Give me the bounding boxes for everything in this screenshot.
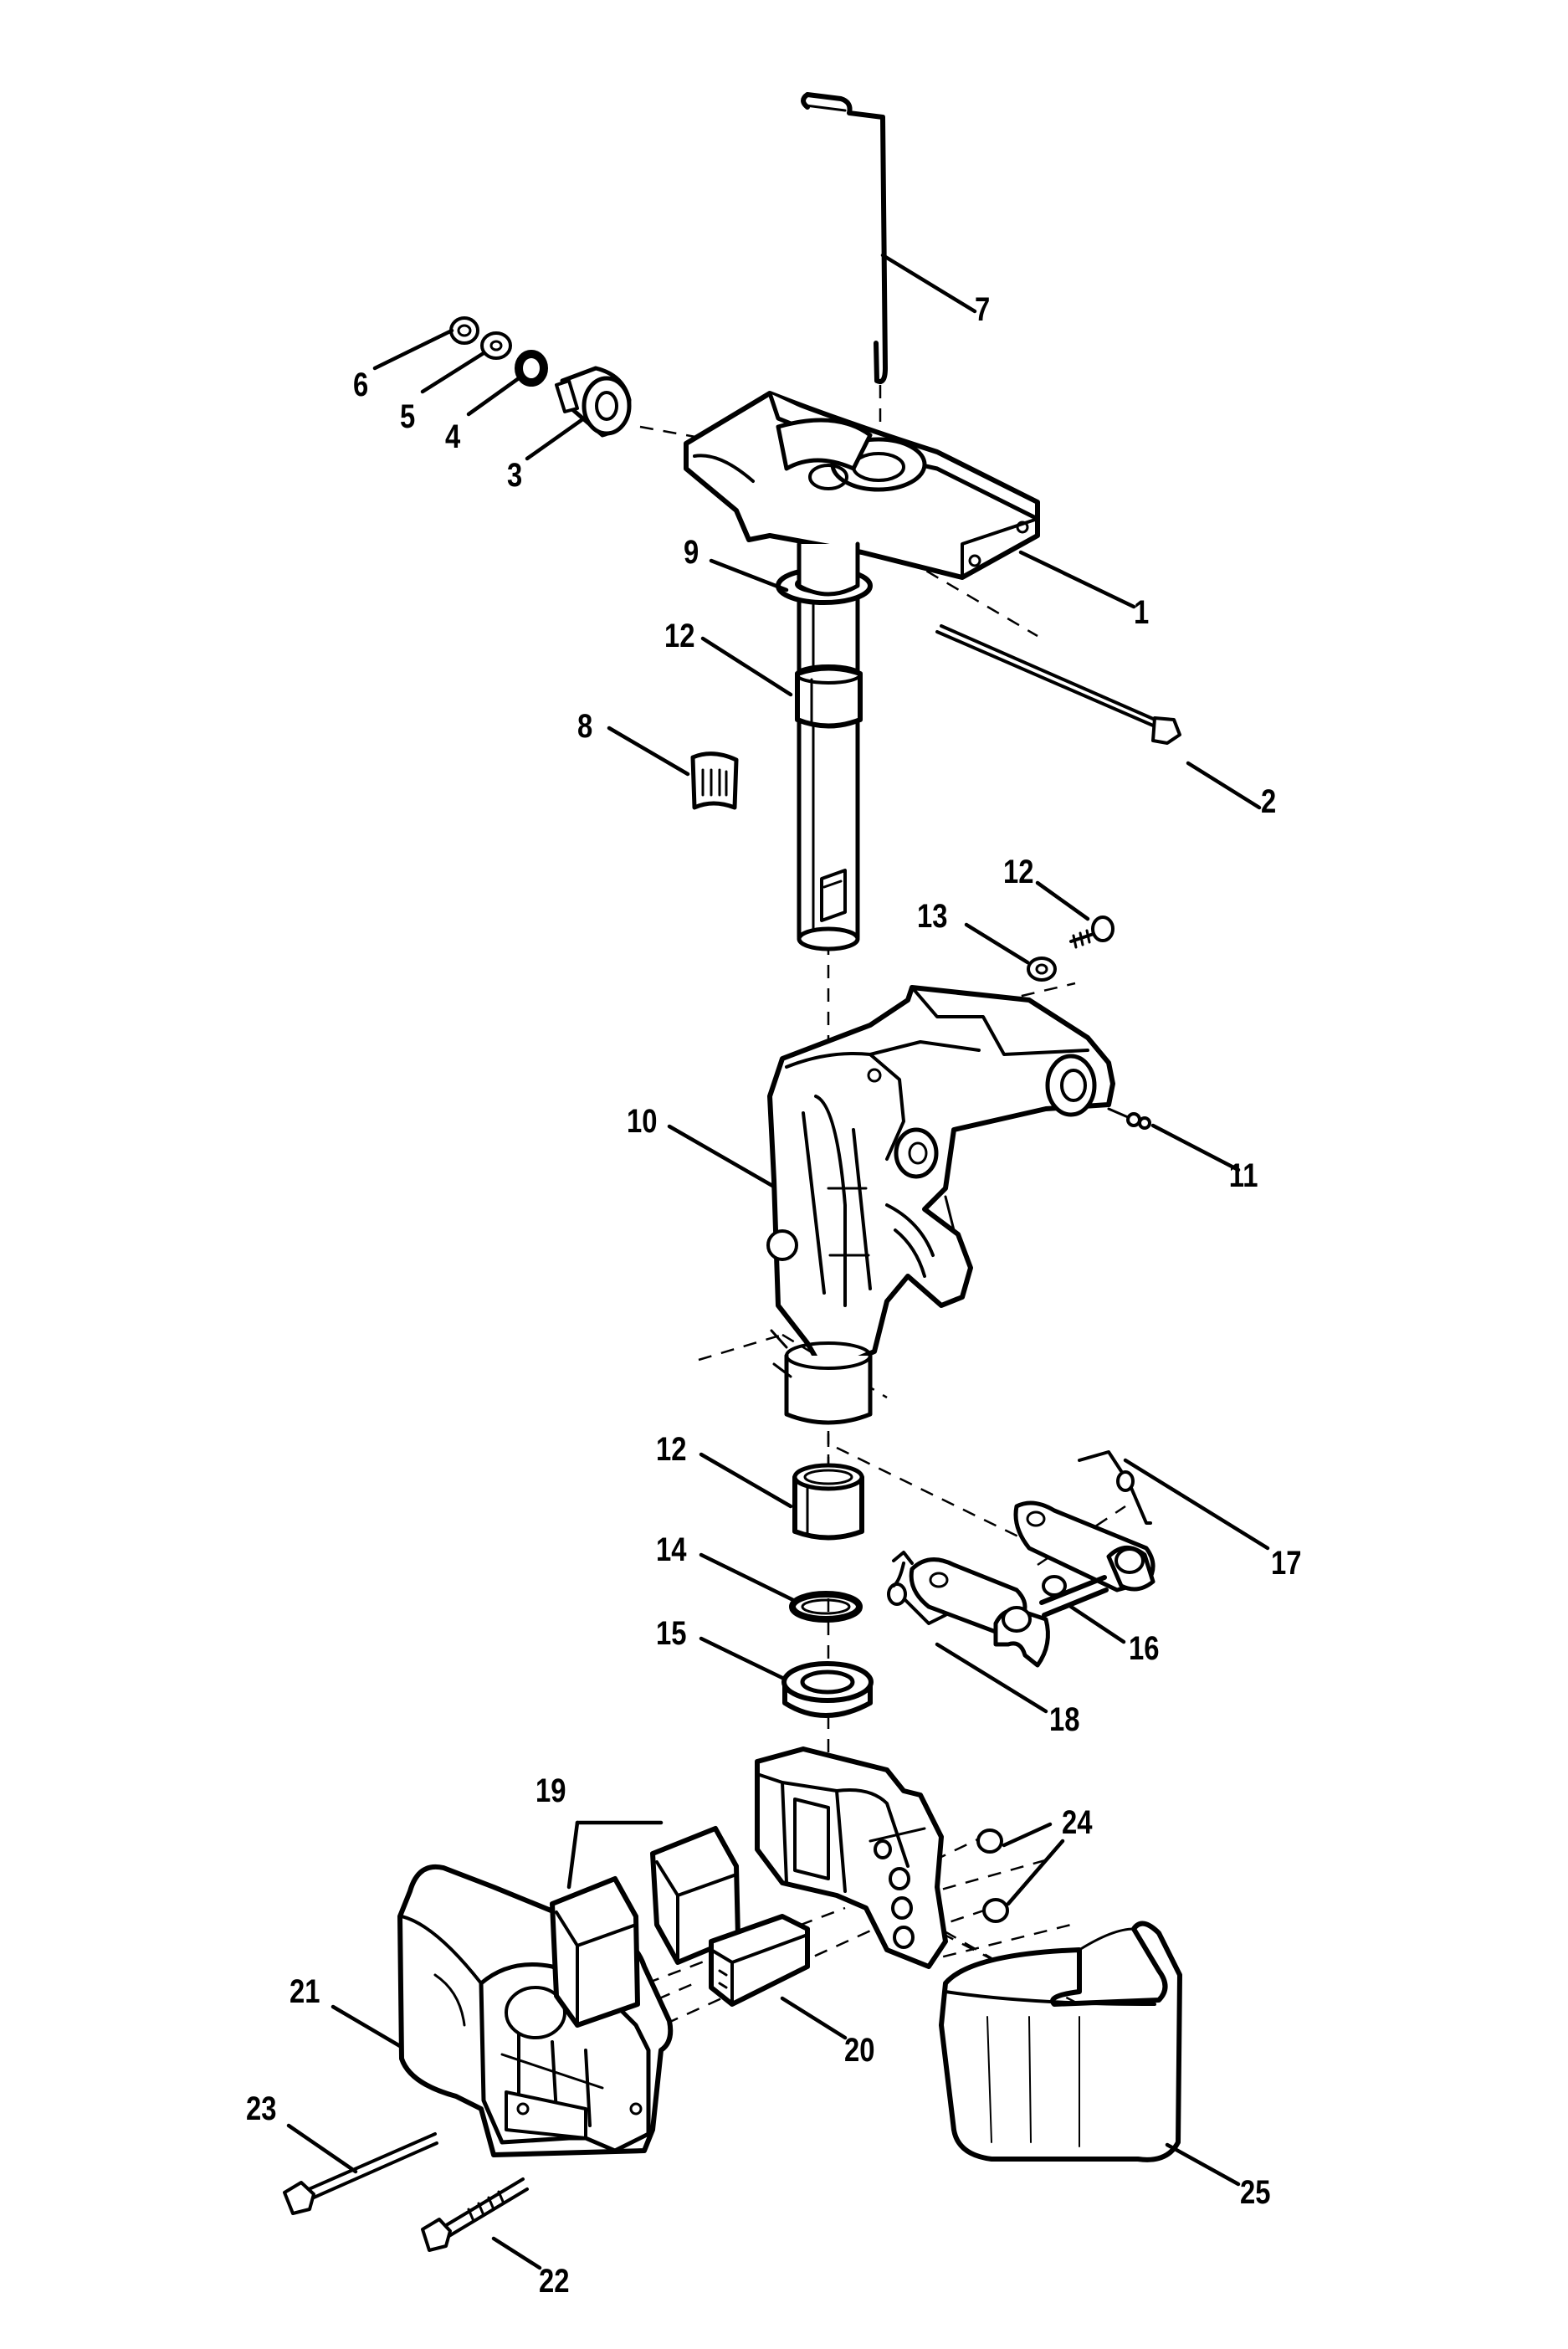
- callout-2: 2: [1261, 783, 1277, 820]
- part-11-grease-fitting: [1107, 1107, 1151, 1130]
- leader-lines: [286, 253, 1270, 2270]
- callout-21: 20: [844, 2032, 875, 2069]
- part-15-o-ring: [789, 1591, 863, 1623]
- callout-11: 11: [1228, 1157, 1258, 1194]
- part-18-spring: [1078, 1450, 1152, 1525]
- callout-8: 8: [577, 708, 593, 745]
- callout-4: 4: [445, 418, 461, 455]
- swivel-shaft: [797, 550, 860, 951]
- part-5-washer: [480, 331, 512, 360]
- callout-7: 7: [975, 291, 991, 328]
- part-13-screw: [1069, 915, 1115, 949]
- part-12-upper-bushing: [795, 664, 863, 729]
- callout-15: 14: [656, 1531, 687, 1568]
- callout-25: 24: [1062, 1804, 1093, 1841]
- part-12-lower-bushing: [792, 1463, 864, 1541]
- part-2-bolt: [935, 624, 1181, 745]
- callout-6: 6: [353, 367, 369, 403]
- callout-14: 13: [917, 898, 948, 935]
- part-23-bolt: [421, 2177, 529, 2252]
- callout-17: 16: [1129, 1630, 1160, 1667]
- callout-9: 9: [684, 534, 699, 571]
- callout-13: 12: [1003, 854, 1034, 890]
- callout-10: 10: [627, 1103, 658, 1140]
- part-10-swivel-bracket: [766, 985, 1115, 1425]
- part-14-nut: [1027, 957, 1057, 982]
- part-26-transom-pad: [939, 1921, 1182, 2162]
- part-9-thrust-washer: [776, 541, 873, 605]
- part-3-roller: [555, 366, 632, 438]
- callout-22: 21: [290, 1973, 320, 2010]
- part-25-nuts: [976, 1828, 1009, 1923]
- part-24-bolt: [283, 2132, 438, 2215]
- part-17-tilt-lock-lever: [909, 1500, 1156, 1668]
- callout-23: 22: [539, 2263, 570, 2300]
- callout-20: 19: [535, 1772, 566, 1809]
- part-20-pad-lower: [550, 1876, 640, 2028]
- part-8-clip: [690, 751, 739, 810]
- callout-3: 3: [507, 457, 523, 494]
- callout-1: 1: [1134, 594, 1150, 631]
- callout-26: 25: [1240, 2174, 1271, 2211]
- part-21-bracket-block: [709, 1914, 810, 2007]
- part-4-lockwasher: [515, 350, 548, 387]
- part-19-spring: [887, 1551, 947, 1625]
- callout-12-lower: 12: [656, 1431, 687, 1468]
- callout-5: 5: [400, 398, 416, 435]
- callout-16: 15: [656, 1615, 687, 1652]
- part-1-swivel-head: [684, 391, 1040, 580]
- callout-19: 18: [1049, 1701, 1080, 1738]
- callout-12-upper: 12: [664, 618, 695, 654]
- stern-bracket-right-half: [755, 1746, 948, 1969]
- callout-24: 23: [246, 2090, 277, 2127]
- part-7-shift-rod: [801, 92, 888, 384]
- part-6-nut: [449, 316, 479, 345]
- part-16-thrust-ring: [781, 1661, 874, 1718]
- callout-18: 17: [1271, 1545, 1302, 1582]
